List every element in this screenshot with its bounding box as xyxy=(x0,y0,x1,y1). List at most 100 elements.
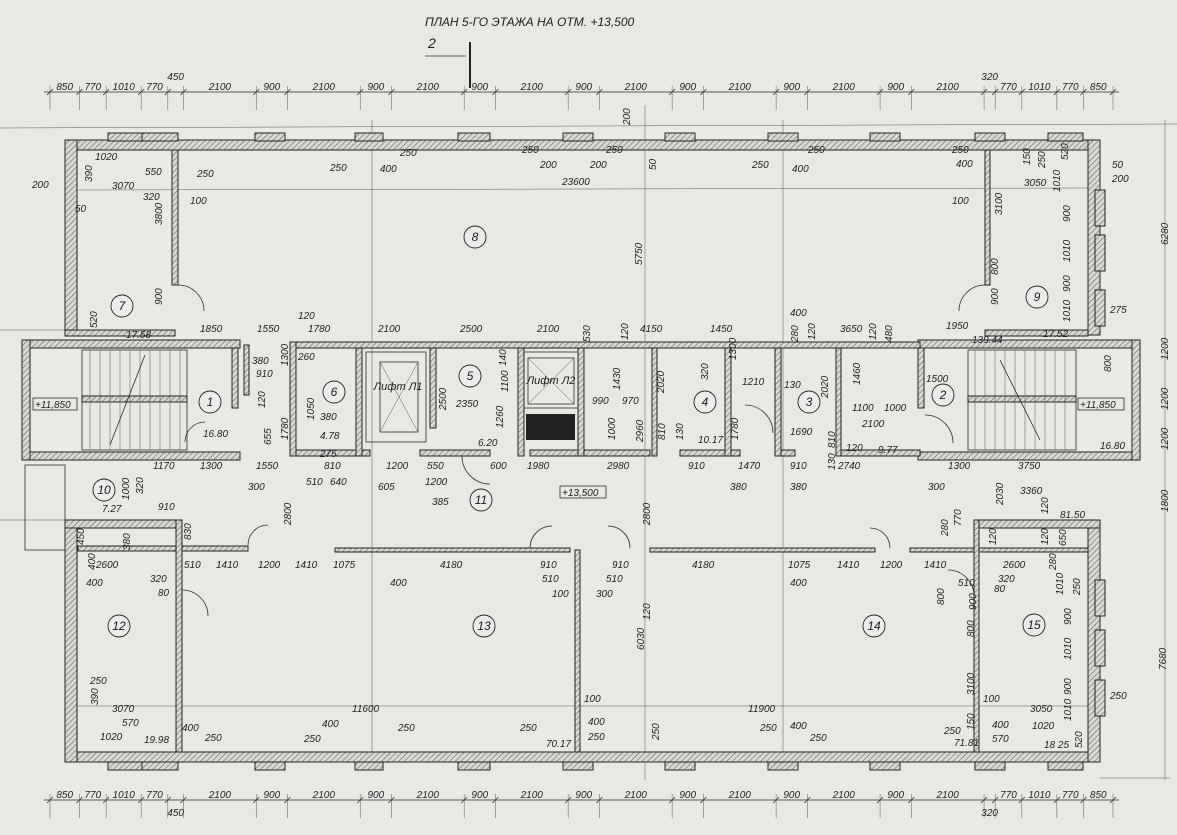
dimension-label: 120 xyxy=(807,323,818,340)
dimension-label: 120 xyxy=(988,528,999,545)
window xyxy=(562,132,594,142)
room-marker-circle xyxy=(463,225,487,249)
axis-lines xyxy=(0,105,1177,780)
dimension-label: 510 xyxy=(184,560,201,571)
dimension-label: 50 xyxy=(75,204,87,215)
dimension-label: 390 xyxy=(90,688,101,705)
outer-walls xyxy=(21,139,1141,763)
window xyxy=(664,132,696,142)
dimension-label: 450 xyxy=(167,808,184,819)
dimension-label: 120 xyxy=(868,323,879,340)
dimension-label: 250 xyxy=(521,145,539,156)
dimension-label: 23600 xyxy=(561,177,590,188)
dimension-label: 2960 xyxy=(635,419,646,443)
window xyxy=(254,761,286,771)
dimension-label: 900 xyxy=(367,790,384,801)
dimension-label: 120 xyxy=(620,323,631,340)
dimension-label: 120 xyxy=(298,311,315,322)
dimension-label: 2100 xyxy=(624,790,648,801)
dimension-label: 100 xyxy=(952,196,969,207)
dimension-label: 1010 xyxy=(113,82,136,93)
dimension-label: 19.98 xyxy=(144,735,169,746)
dimension-label: 16.80 xyxy=(1100,441,1125,452)
room-number-5: 5 xyxy=(458,364,482,388)
dimension-label: 900 xyxy=(783,790,800,801)
dimension-label: 800 xyxy=(966,620,977,637)
dimension-label: 250 xyxy=(1037,151,1048,169)
room-marker-circle xyxy=(472,614,496,638)
dimension-label: 400 xyxy=(992,720,1009,731)
dimension-label: 260 xyxy=(297,352,315,363)
dimension-label: 850 xyxy=(56,82,73,93)
section-mark-label: 2 xyxy=(427,35,436,51)
dimension-label: 250 xyxy=(303,734,321,745)
room-number-8: 8 xyxy=(463,225,487,249)
stair-left xyxy=(81,349,188,451)
dimension-label: 2500 xyxy=(438,387,449,411)
elevation-corridor: +13,500 xyxy=(559,485,607,499)
room-number-label: 12 xyxy=(112,619,126,633)
dimension-label: 11600 xyxy=(352,704,380,715)
dimension-label: 900 xyxy=(1063,678,1074,695)
room-marker-circle xyxy=(322,380,346,404)
dimension-label: 11900 xyxy=(748,704,776,715)
window xyxy=(869,132,901,142)
room-number-label: 4 xyxy=(702,395,709,409)
dimension-label: 4150 xyxy=(640,324,663,335)
dimension-label: 910 xyxy=(256,369,273,380)
dimension-label: 520 xyxy=(89,311,100,328)
dimension-label: 450 xyxy=(167,72,184,83)
dimension-label: 120 xyxy=(642,603,653,620)
dimension-label: 17.58 xyxy=(126,330,151,341)
room-marker-circle xyxy=(862,614,886,638)
dimension-label: 1300 xyxy=(948,461,971,472)
dimension-label: 250 xyxy=(943,726,961,737)
window xyxy=(457,132,491,142)
dimension-label: 7.27 xyxy=(102,504,122,515)
dimension-label: 2100 xyxy=(832,82,856,93)
dimension-label: 1010 xyxy=(1028,790,1051,801)
room-number-label: 5 xyxy=(467,369,474,383)
dimension-label: 300 xyxy=(596,589,613,600)
window xyxy=(354,761,384,771)
dimension-label: 1020 xyxy=(1032,721,1055,732)
room-number-10: 10 xyxy=(92,478,116,502)
dimension-label: 130 xyxy=(784,380,801,391)
dimension-label: 7680 xyxy=(1158,647,1169,670)
dimension-label: 150 xyxy=(966,713,977,730)
window xyxy=(562,761,594,771)
dimension-label: 900 xyxy=(575,82,592,93)
dimension-label: 1200 xyxy=(880,560,903,571)
dimension-label: 900 xyxy=(990,288,1001,305)
dimension-label: 2100 xyxy=(377,324,401,335)
dimension-label: 120 xyxy=(1040,528,1051,545)
room-number-13: 13 xyxy=(472,614,496,638)
dimension-label: 1010 xyxy=(1063,698,1074,721)
dimension-label: 1020 xyxy=(100,732,123,743)
dimension-label: 320 xyxy=(981,808,998,819)
room-number-9: 9 xyxy=(1025,285,1049,309)
dimension-label: 1950 xyxy=(946,321,969,332)
dimension-label: 1100 xyxy=(500,370,511,392)
dimension-label: 250 xyxy=(605,145,623,156)
dimension-label: 1300 xyxy=(280,343,291,366)
dimension-label: 100 xyxy=(552,589,569,600)
dimension-label: 3050 xyxy=(1030,704,1053,715)
dimension-label: 900 xyxy=(887,790,904,801)
dimension-label: 250 xyxy=(759,723,777,734)
window xyxy=(1094,234,1106,272)
core-walls xyxy=(243,341,921,457)
dimension-label: 70.17 xyxy=(546,739,571,750)
dimension-label: 3050 xyxy=(1024,178,1047,189)
dimension-label: 600 xyxy=(490,461,507,472)
dimension-label: 510 xyxy=(306,477,323,488)
dimension-label: 1410 xyxy=(837,560,860,571)
dimension-label: 50 xyxy=(648,158,659,170)
dimension-label: 130 xyxy=(675,423,686,440)
room-marker-circle xyxy=(693,390,717,414)
window xyxy=(254,132,286,142)
dimension-label: 320 xyxy=(135,477,146,494)
dimension-label: 120 xyxy=(257,391,268,408)
dimension-label: 1010 xyxy=(1062,299,1073,322)
